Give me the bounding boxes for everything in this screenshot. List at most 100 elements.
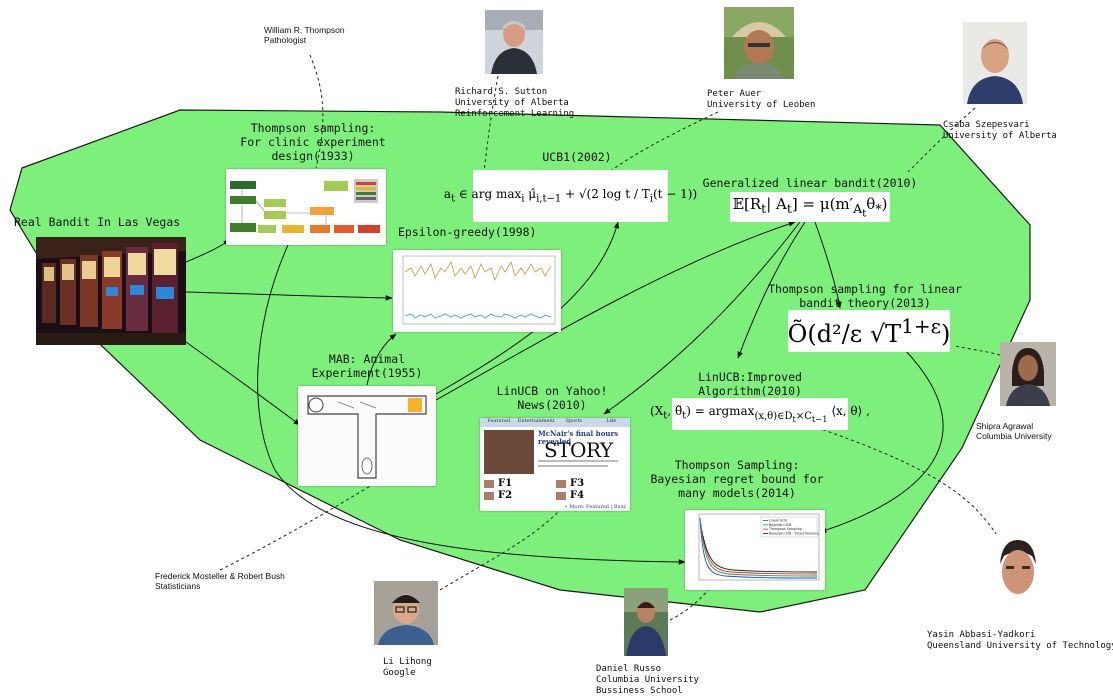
person-role: Statisticians <box>155 581 201 591</box>
person-name: Shipra Agrawal <box>976 421 1034 431</box>
person-name: Yasin Abbasi-Yadkori <box>927 630 1036 640</box>
glb-equation: 𝔼[Rt| At] = μ(m′Atθ*) <box>732 194 888 220</box>
arrow-glb-yahoo <box>603 221 801 415</box>
person-name: Li Lihong <box>383 657 432 667</box>
regret-plot-graphic: Linear UCB Bayesian UCB Thompson Samplin… <box>685 510 825 590</box>
person-role: Pathologist <box>264 35 307 45</box>
thompson-flowchart-image <box>226 169 386 245</box>
regret-legend-item: Bayesian UCB <box>769 523 791 527</box>
node-glb-title: Generalized linear bandit(2010) <box>702 176 918 190</box>
node-title-line: Thompson sampling for linear <box>768 282 962 296</box>
node-title-line: Algorithm(2010) <box>698 384 802 398</box>
portrait-abbasi <box>986 534 1050 614</box>
arrow-mab-epsilon <box>366 333 397 386</box>
node-ts-bayes-title: Thompson Sampling: Bayesian regret bound… <box>632 458 842 500</box>
connector-abbasi <box>817 427 1001 541</box>
node-title-line: Thompson sampling: <box>250 121 376 135</box>
arrow-vegas-mab <box>185 341 301 426</box>
connector-agrawal <box>954 345 1001 356</box>
photo-sutton <box>485 10 543 74</box>
arrow-vegas-epsilon <box>185 291 393 301</box>
photo-abbasi <box>986 534 1050 614</box>
node-title-line: Bayesian regret bound for <box>650 472 824 486</box>
regret-plot-image: Linear UCB Bayesian UCB Thompson Samplin… <box>685 510 825 590</box>
node-title-line: MAB: Animal <box>328 352 406 366</box>
person-name: Frederick Mosteller & Robert Bush <box>155 571 285 581</box>
ucb1-formula: at ∈ arg maxi μ̂i,t−1 + √(2 log t / Ti(t… <box>444 170 697 222</box>
portrait-szepesvari <box>963 22 1027 104</box>
node-ts-linear-title: Thompson sampling for linear bandit theo… <box>760 282 970 310</box>
person-name: William R. Thompson <box>264 25 345 35</box>
yahoo-thumb <box>556 492 566 500</box>
portrait-li <box>374 581 438 645</box>
arrow-glb-tslinear <box>814 221 842 309</box>
person-affiliation: University of Leoben <box>707 100 816 110</box>
yahoo-tab: Sports <box>565 418 583 424</box>
yahoo-f2-label: F2 <box>498 490 513 501</box>
portrait-russo <box>624 588 668 656</box>
yahoo-text-line <box>538 465 608 467</box>
linucb-equation: (Xt, θ̃t) = argmax(x,θ)∈Dt×Ct−1 ⟨x, θ⟩ , <box>650 404 870 424</box>
person-thompson-label: William R. Thompson Pathologist <box>264 25 345 45</box>
slot-machines-photo <box>36 237 186 345</box>
node-thompson-clinic-title: Thompson sampling: For clinic experiment… <box>218 121 408 163</box>
person-field: Reinforcement Learning <box>455 109 575 119</box>
person-affiliation: Columbia University <box>596 675 699 685</box>
person-affiliation: Google <box>383 668 416 678</box>
person-affiliation: University of Alberta <box>943 131 1057 141</box>
yahoo-tab: Entertainment <box>517 418 555 424</box>
yahoo-tab: Featured <box>487 418 511 424</box>
node-title-line: LinUCB:Improved <box>698 370 802 384</box>
yahoo-thumb <box>484 480 494 488</box>
portrait-auer <box>724 7 794 79</box>
node-epsilon-title: Epsilon-greedy(1998) <box>398 225 537 239</box>
arrow-glb-linucb <box>737 221 806 359</box>
slot-machines-graphic <box>36 237 186 345</box>
node-title-line: design(1933) <box>271 149 355 163</box>
node-ucb1-title: UCB1(2002) <box>542 150 612 164</box>
yahoo-tab-bar: Featured Entertainment Sports Life <box>480 418 630 427</box>
connector-mosteller <box>219 484 373 571</box>
t-maze-image <box>298 386 436 486</box>
arrow-mab-glb <box>435 221 796 401</box>
regret-legend-item: Bayesian UCB - Tuned Variance <box>769 531 819 535</box>
photo-li <box>374 581 438 645</box>
person-affiliation: Columbia University <box>976 431 1052 441</box>
node-title-line: For clinic experiment <box>240 135 386 149</box>
person-agrawal-label: Shipra Agrawal Columbia University <box>976 421 1052 441</box>
node-real-bandit-title: Real Bandit In Las Vegas <box>14 215 181 229</box>
regret-legend-item: Thompson Sampling <box>768 527 802 531</box>
connector-thompson <box>309 54 324 169</box>
yahoo-story-label: STORY <box>544 438 613 462</box>
connector-li <box>439 511 559 591</box>
flowchart-graphic <box>226 169 386 245</box>
yahoo-thumb <box>556 480 566 488</box>
node-mab-title: MAB: Animal Experiment(1955) <box>297 352 437 380</box>
connector-sutton <box>481 75 499 193</box>
person-affiliation: Queensland University of Technology <box>927 641 1113 651</box>
arrow-thompson-bayes <box>257 244 686 565</box>
yahoo-f4-label: F4 <box>570 490 585 501</box>
person-name: Peter Auer <box>707 89 762 99</box>
yahoo-tab: Life <box>606 418 617 424</box>
regret-legend-item: Linear UCB <box>769 519 787 523</box>
connector-russo <box>669 584 713 621</box>
person-sutton-label: Richard S. Sutton University of Alberta … <box>455 87 574 120</box>
portrait-agrawal <box>1000 342 1056 406</box>
yahoo-f1-label: F1 <box>498 478 513 489</box>
person-name: Richard S. Sutton <box>455 87 548 97</box>
arrow-tslinear-bayes <box>819 349 944 533</box>
node-title-line: bandit theory(2013) <box>799 296 931 310</box>
yahoo-story-photo <box>484 430 534 474</box>
yahoo-f3-label: F3 <box>570 478 585 489</box>
epsilon-plot-graphic <box>393 250 561 332</box>
ts-linear-formula: Õ(d²/ε √T1+ε) <box>788 310 950 352</box>
connector-auer <box>611 111 719 171</box>
yahoo-headline: McNair's final hours revealed <box>538 429 619 446</box>
node-title-line: LinUCB on Yahoo! <box>496 384 608 398</box>
person-auer-label: Peter Auer University of Leoben <box>707 89 815 111</box>
person-mosteller-label: Frederick Mosteller & Robert Bush Statis… <box>155 571 285 591</box>
person-szepesvari-label: Csaba Szepesvari University of Alberta <box>943 120 1057 142</box>
linucb-formula: (Xt, θ̃t) = argmax(x,θ)∈Dt×Ct−1 ⟨x, θ⟩ , <box>650 398 870 430</box>
